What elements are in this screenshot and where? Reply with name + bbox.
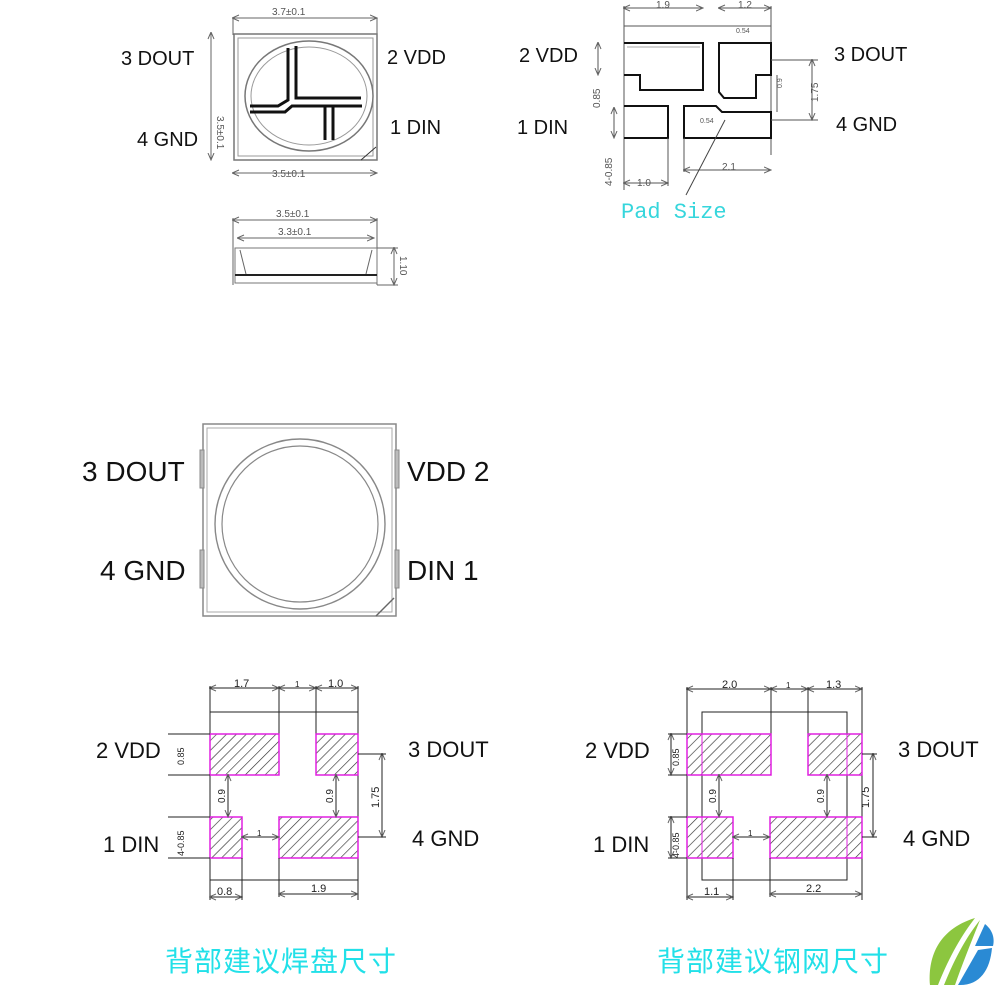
- stencil-dim-pad-height-bottom: 4-0.85: [671, 832, 681, 858]
- top-pin-gnd-label: 4 GND: [137, 129, 199, 151]
- stencil-dim-bottom-right: 2.2: [806, 883, 821, 895]
- solder-pin-dout-label: 3 DOUT: [408, 737, 489, 762]
- stencil-pin-gnd-label: 4 GND: [903, 826, 971, 851]
- solder-dim-top-left: 1.7: [234, 678, 249, 690]
- solder-dim-vgap-right: 0.9: [325, 789, 336, 803]
- stencil-pin-din-label: 1 DIN: [593, 832, 650, 857]
- dim-side-inner: 3.3±0.1: [278, 227, 312, 238]
- stencil-dim-top-left: 2.0: [722, 679, 737, 691]
- solder-pin-din-label: 1 DIN: [103, 832, 160, 857]
- stencil-dim-top-gap: 1: [786, 681, 791, 690]
- pad-pin-din-label: 1 DIN: [517, 117, 569, 139]
- stencil-dim-vgap-left: 0.9: [708, 789, 719, 803]
- big-pin-gnd-label: 4 GND: [100, 555, 186, 586]
- stencil-dim-pitch: 1.75: [860, 787, 872, 808]
- pad-pin-vdd-label: 2 VDD: [519, 45, 578, 67]
- dim-side-height: 1.10: [397, 256, 408, 276]
- pad-pin-gnd-label: 4 GND: [836, 114, 898, 136]
- pad-dim-right-width: 1.2: [738, 0, 752, 11]
- dim-bottom-width: 3.5±0.1: [272, 169, 306, 180]
- stencil-dim-pad-height-top: 0.85: [671, 748, 681, 766]
- pad-dim-gap-mid: 0.54: [700, 118, 714, 125]
- big-pin-vdd-label: VDD 2: [407, 456, 490, 487]
- dim-top-width: 3.7±0.1: [272, 7, 306, 18]
- solder-dim-pitch: 1.75: [370, 787, 382, 808]
- stencil-dim-hgap: 1: [748, 829, 753, 838]
- big-led-drawing: [199, 423, 400, 617]
- top-pin-dout-label: 3 DOUT: [121, 48, 195, 70]
- stencil-pin-dout-label: 3 DOUT: [898, 737, 979, 762]
- top-pin-vdd-label: 2 VDD: [387, 47, 446, 69]
- solder-pin-gnd-label: 4 GND: [412, 826, 480, 851]
- dim-height: 3.5±0.1: [214, 116, 225, 150]
- stencil-pin-vdd-label: 2 VDD: [585, 738, 650, 763]
- solder-pin-vdd-label: 2 VDD: [96, 738, 161, 763]
- solder-dim-pad-height-top: 0.85: [176, 747, 186, 765]
- brand-logo-icon: [929, 918, 994, 985]
- solder-dim-vgap-left: 0.9: [217, 789, 228, 803]
- pad-dim-pitch: 1.75: [810, 82, 821, 102]
- stencil-drawing: [668, 687, 877, 900]
- solder-dim-pad-height-bottom: 4-0.85: [176, 830, 186, 856]
- big-pin-dout-label: 3 DOUT: [82, 456, 185, 487]
- dim-side-outer: 3.5±0.1: [276, 209, 310, 220]
- side-view-drawing: [233, 218, 398, 285]
- stencil-dim-bottom-left: 1.1: [704, 886, 719, 898]
- pad-dim-left-width: 1.9: [656, 0, 670, 11]
- pad-view-drawing: [598, 6, 818, 196]
- stencil-dim-vgap-right: 0.9: [816, 789, 827, 803]
- solder-dim-top-right: 1.0: [328, 678, 343, 690]
- solder-dim-bottom-right: 1.9: [311, 883, 326, 895]
- solder-dim-bottom-left: 0.8: [217, 886, 232, 898]
- solder-dim-top-gap: 1: [295, 680, 300, 689]
- top-pin-din-label: 1 DIN: [390, 117, 442, 139]
- pad-dim-right-gap: 0.9: [777, 78, 784, 88]
- pad-dim-height-bottom: 4-0.85: [604, 157, 615, 186]
- top-view-drawing: [211, 18, 377, 173]
- pad-dim-gap-top: 0.54: [736, 28, 750, 35]
- pad-dim-bottom-right: 2.1: [722, 162, 736, 173]
- pad-pin-dout-label: 3 DOUT: [834, 44, 908, 66]
- solder-dim-hgap: 1: [257, 829, 262, 838]
- stencil-caption: 背部建议钢网尺寸: [657, 945, 890, 978]
- pad-size-label: Pad Size: [621, 200, 727, 225]
- solder-pad-drawing: [168, 686, 386, 900]
- pad-dim-bottom-left: 1.0: [637, 178, 651, 189]
- big-pin-din-label: DIN 1: [407, 555, 479, 586]
- pad-dim-height-left: 0.85: [592, 88, 603, 108]
- stencil-dim-top-right: 1.3: [826, 679, 841, 691]
- solder-pad-caption: 背部建议焊盘尺寸: [165, 945, 398, 978]
